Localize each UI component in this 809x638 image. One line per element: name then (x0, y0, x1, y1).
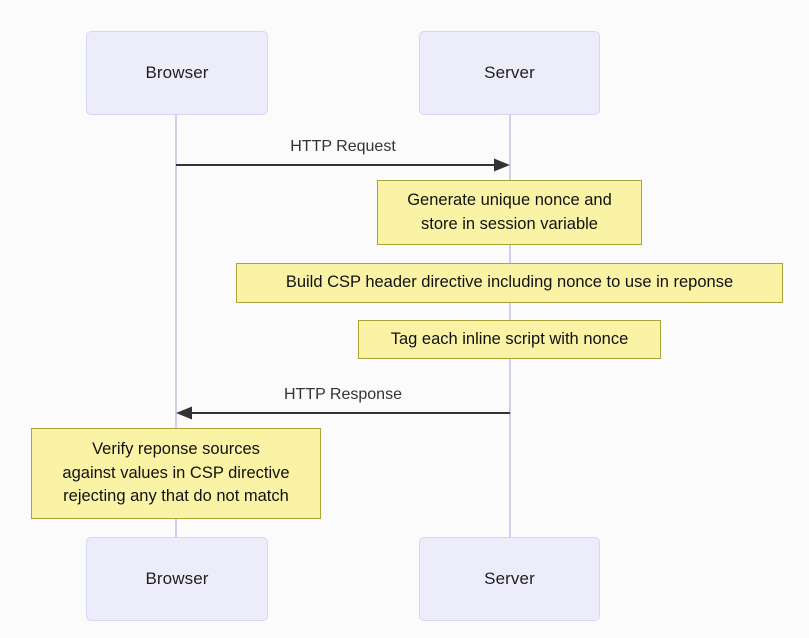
note-verify-sources-text: Verify reponse sources against values in… (62, 440, 290, 506)
participant-server-top-label: Server (484, 63, 535, 82)
participant-browser-top[interactable]: Browser (86, 31, 268, 115)
participant-server-top[interactable]: Server (419, 31, 600, 115)
note-verify-sources: Verify reponse sources against values in… (31, 428, 321, 519)
message-http-request[interactable]: HTTP Request (176, 138, 510, 172)
note-generate-nonce: Generate unique nonce and store in sessi… (377, 180, 642, 245)
message-http-request-label: HTTP Request (290, 138, 396, 155)
participant-browser-bottom[interactable]: Browser (86, 537, 268, 621)
arrow-right-icon (176, 158, 510, 172)
note-tag-scripts-text: Tag each inline script with nonce (390, 329, 629, 348)
arrow-left-icon (176, 406, 510, 420)
message-http-response-label: HTTP Response (284, 386, 402, 403)
participant-server-bottom[interactable]: Server (419, 537, 600, 621)
participant-browser-top-label: Browser (145, 63, 209, 82)
note-build-csp-header-text: Build CSP header directive including non… (285, 273, 734, 292)
note-generate-nonce-text: Generate unique nonce and store in sessi… (407, 191, 612, 233)
note-tag-scripts: Tag each inline script with nonce (358, 320, 661, 359)
participant-server-bottom-label: Server (484, 569, 535, 588)
note-build-csp-header: Build CSP header directive including non… (236, 263, 783, 303)
lifeline-browser (175, 115, 177, 537)
message-http-response[interactable]: HTTP Response (176, 386, 510, 420)
participant-browser-bottom-label: Browser (145, 569, 209, 588)
